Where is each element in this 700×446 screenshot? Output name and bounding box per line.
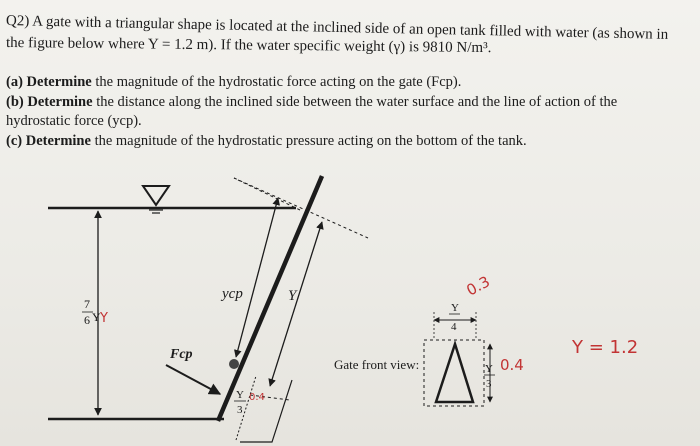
- y-dimension: [268, 221, 324, 387]
- front-width-den: 4: [451, 321, 457, 333]
- gate-bottom-den: 3: [237, 404, 243, 416]
- part-b-line-2: hydrostatic force (ycp).: [6, 113, 142, 129]
- gate-bottom-num: Y: [236, 389, 244, 401]
- part-a-label: (a) Determine: [6, 74, 92, 90]
- gate-side-triangle: [240, 379, 293, 443]
- part-c-text: the magnitude of the hydrostatic pressur…: [90, 133, 527, 149]
- fcp-arrow: [165, 364, 222, 395]
- hw-width-value: 0.3: [463, 272, 493, 299]
- y-dim-label: Y: [288, 288, 298, 304]
- centroid-dot: [229, 359, 239, 369]
- part-c-label: (c) Determine: [6, 133, 91, 149]
- hw-y-value: Y = 1.2: [571, 337, 638, 358]
- gate-front-view-label: Gate front view:: [334, 357, 419, 372]
- part-b-line-1: (b) Determine the distance along the inc…: [6, 93, 617, 111]
- part-a-text: the magnitude of the hydrostatic force a…: [91, 74, 462, 90]
- front-width-num: Y: [451, 302, 459, 314]
- ycp-label: ycp: [220, 286, 243, 302]
- hw-depth-y: Y: [99, 311, 108, 326]
- part-a: (a) Determine the magnitude of the hydro…: [6, 73, 461, 91]
- hw-gate-bottom: 0.4: [249, 392, 265, 403]
- hw-height-value: 0.4: [500, 356, 524, 374]
- depth-label-den: 6: [84, 313, 90, 327]
- front-height-den: 3: [486, 378, 492, 390]
- front-height-num: Y: [485, 363, 493, 375]
- part-c: (c) Determine the magnitude of the hydro…: [6, 132, 527, 150]
- depth-label-num: 7: [84, 297, 90, 311]
- water-surface-symbol: [141, 185, 171, 207]
- front-view-box: [423, 339, 485, 407]
- part-b-label: (b) Determine: [6, 94, 93, 110]
- part-b-text-1: the distance along the inclined side bet…: [92, 94, 618, 110]
- depth-label-var: Y: [92, 310, 101, 324]
- fcp-label: Fcp: [169, 347, 193, 362]
- front-view-triangle: [434, 339, 475, 404]
